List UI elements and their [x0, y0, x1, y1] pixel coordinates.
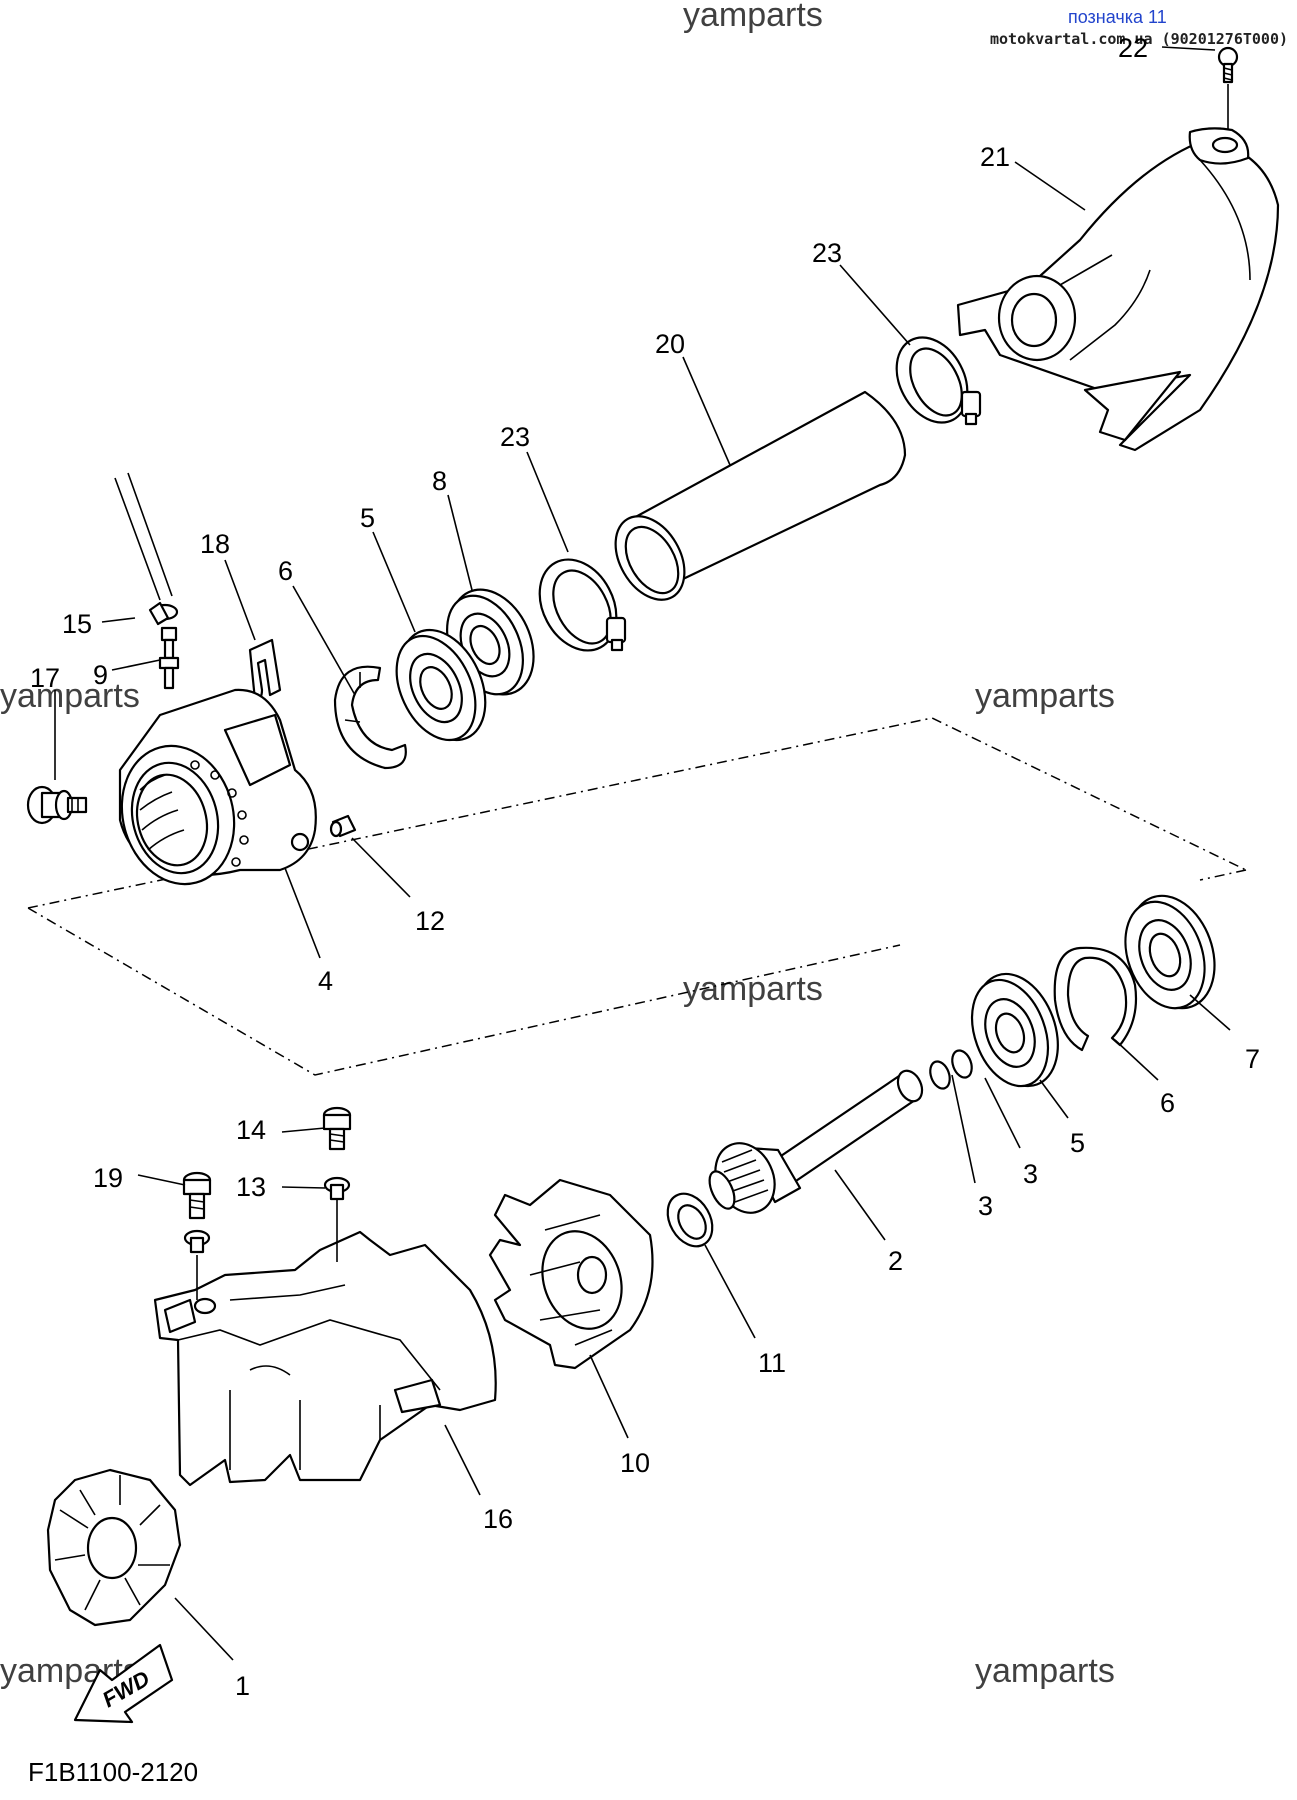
callout: 9 [93, 660, 108, 690]
callout: 5 [360, 503, 375, 533]
callout: 3 [978, 1191, 993, 1221]
part-17-bolt [26, 785, 88, 825]
callout: 7 [1245, 1044, 1260, 1074]
watermark: yamparts [975, 677, 1115, 715]
callout: 16 [483, 1504, 513, 1534]
part-4-housing [118, 688, 317, 886]
part-15-9-fitting [114, 472, 180, 690]
assembly-outline [27, 717, 1247, 1076]
part-12-pin [329, 814, 357, 838]
callout: 13 [236, 1172, 266, 1202]
callout: 12 [415, 906, 445, 936]
callout: 19 [93, 1163, 123, 1193]
part-6-circlip-lower [1053, 946, 1138, 1052]
part-18-clip [248, 638, 282, 702]
part-3-o-rings [929, 1049, 973, 1090]
callout: 2 [888, 1246, 903, 1276]
watermark: yamparts [683, 0, 823, 34]
watermark: yamparts [0, 677, 140, 715]
part-1-coupling [46, 1468, 182, 1627]
source-site: motokvartal.com.ua (90201276T000) [990, 30, 1288, 48]
callout: 3 [1023, 1159, 1038, 1189]
part-23-clamp-upper [895, 336, 982, 426]
callout: 5 [1070, 1128, 1085, 1158]
callout: 23 [812, 238, 842, 268]
callout-numbers: 22 21 23 20 23 8 5 6 18 15 9 17 12 4 7 6… [30, 33, 1260, 1701]
callout: 1 [235, 1671, 250, 1701]
callout: 4 [318, 966, 333, 996]
part-5-bearing-upper [395, 628, 487, 742]
diagram-tag: позначка 11 [1068, 7, 1167, 27]
callout: 6 [1160, 1088, 1175, 1118]
part-6-circlip-upper [333, 665, 407, 770]
part-11-ring [666, 1192, 714, 1248]
callout: 22 [1118, 33, 1148, 63]
callout: 6 [278, 556, 293, 586]
part-22-bolt [1217, 46, 1239, 130]
part-20-duct [614, 390, 907, 601]
callout: 17 [30, 663, 60, 693]
part-10-impeller [488, 1178, 654, 1370]
part-14-13-bolt-collar [322, 1106, 352, 1262]
callout: 18 [200, 529, 230, 559]
callout: 20 [655, 329, 685, 359]
part-2-shaft [708, 1069, 924, 1214]
callout: 21 [980, 142, 1010, 172]
callout: 11 [758, 1348, 786, 1378]
part-16-case [153, 1230, 497, 1487]
leader-lines [54, 46, 1231, 1661]
callout: 10 [620, 1448, 650, 1478]
part-19-bolt-collar [182, 1171, 212, 1300]
callout: 8 [432, 466, 447, 496]
callout: 15 [62, 609, 92, 639]
watermark: yamparts [975, 1652, 1115, 1690]
part-7-bearing [1124, 894, 1216, 1010]
part-5-bearing-lower [971, 972, 1059, 1088]
part-23-clamp-lower [538, 558, 627, 652]
diagram-code: F1B1100-2120 [28, 1757, 198, 1787]
part-21-nozzle [956, 127, 1280, 452]
callout: 23 [500, 422, 530, 452]
watermark: yamparts [683, 970, 823, 1008]
callout: 14 [236, 1115, 266, 1145]
